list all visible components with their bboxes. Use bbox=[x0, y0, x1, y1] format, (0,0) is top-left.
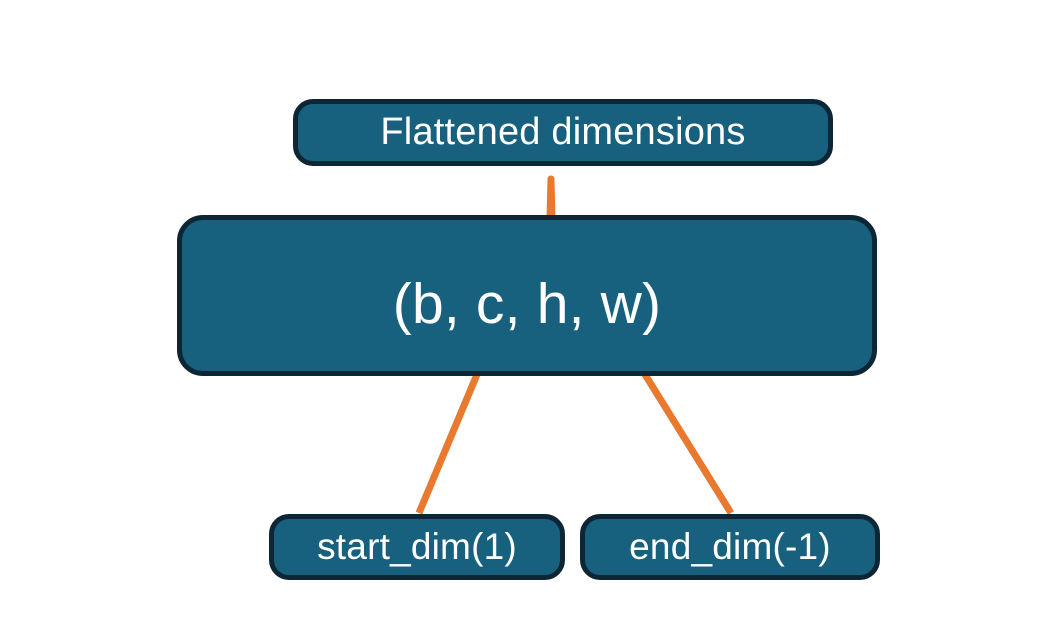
flattened-dimensions-node[interactable]: Flattened dimensions bbox=[293, 99, 833, 166]
start-dim-node[interactable]: start_dim(1) bbox=[269, 514, 565, 580]
tensor-shape-label: (b, c, h, w) bbox=[392, 271, 662, 336]
tensor-shape-node[interactable]: (b, c, h, w) bbox=[177, 215, 877, 376]
end-dim-label: end_dim(-1) bbox=[629, 526, 831, 567]
start-dim-label: start_dim(1) bbox=[317, 526, 517, 567]
end-dim-node[interactable]: end_dim(-1) bbox=[580, 514, 880, 580]
flattened-dimensions-label: Flattened dimensions bbox=[380, 111, 746, 153]
